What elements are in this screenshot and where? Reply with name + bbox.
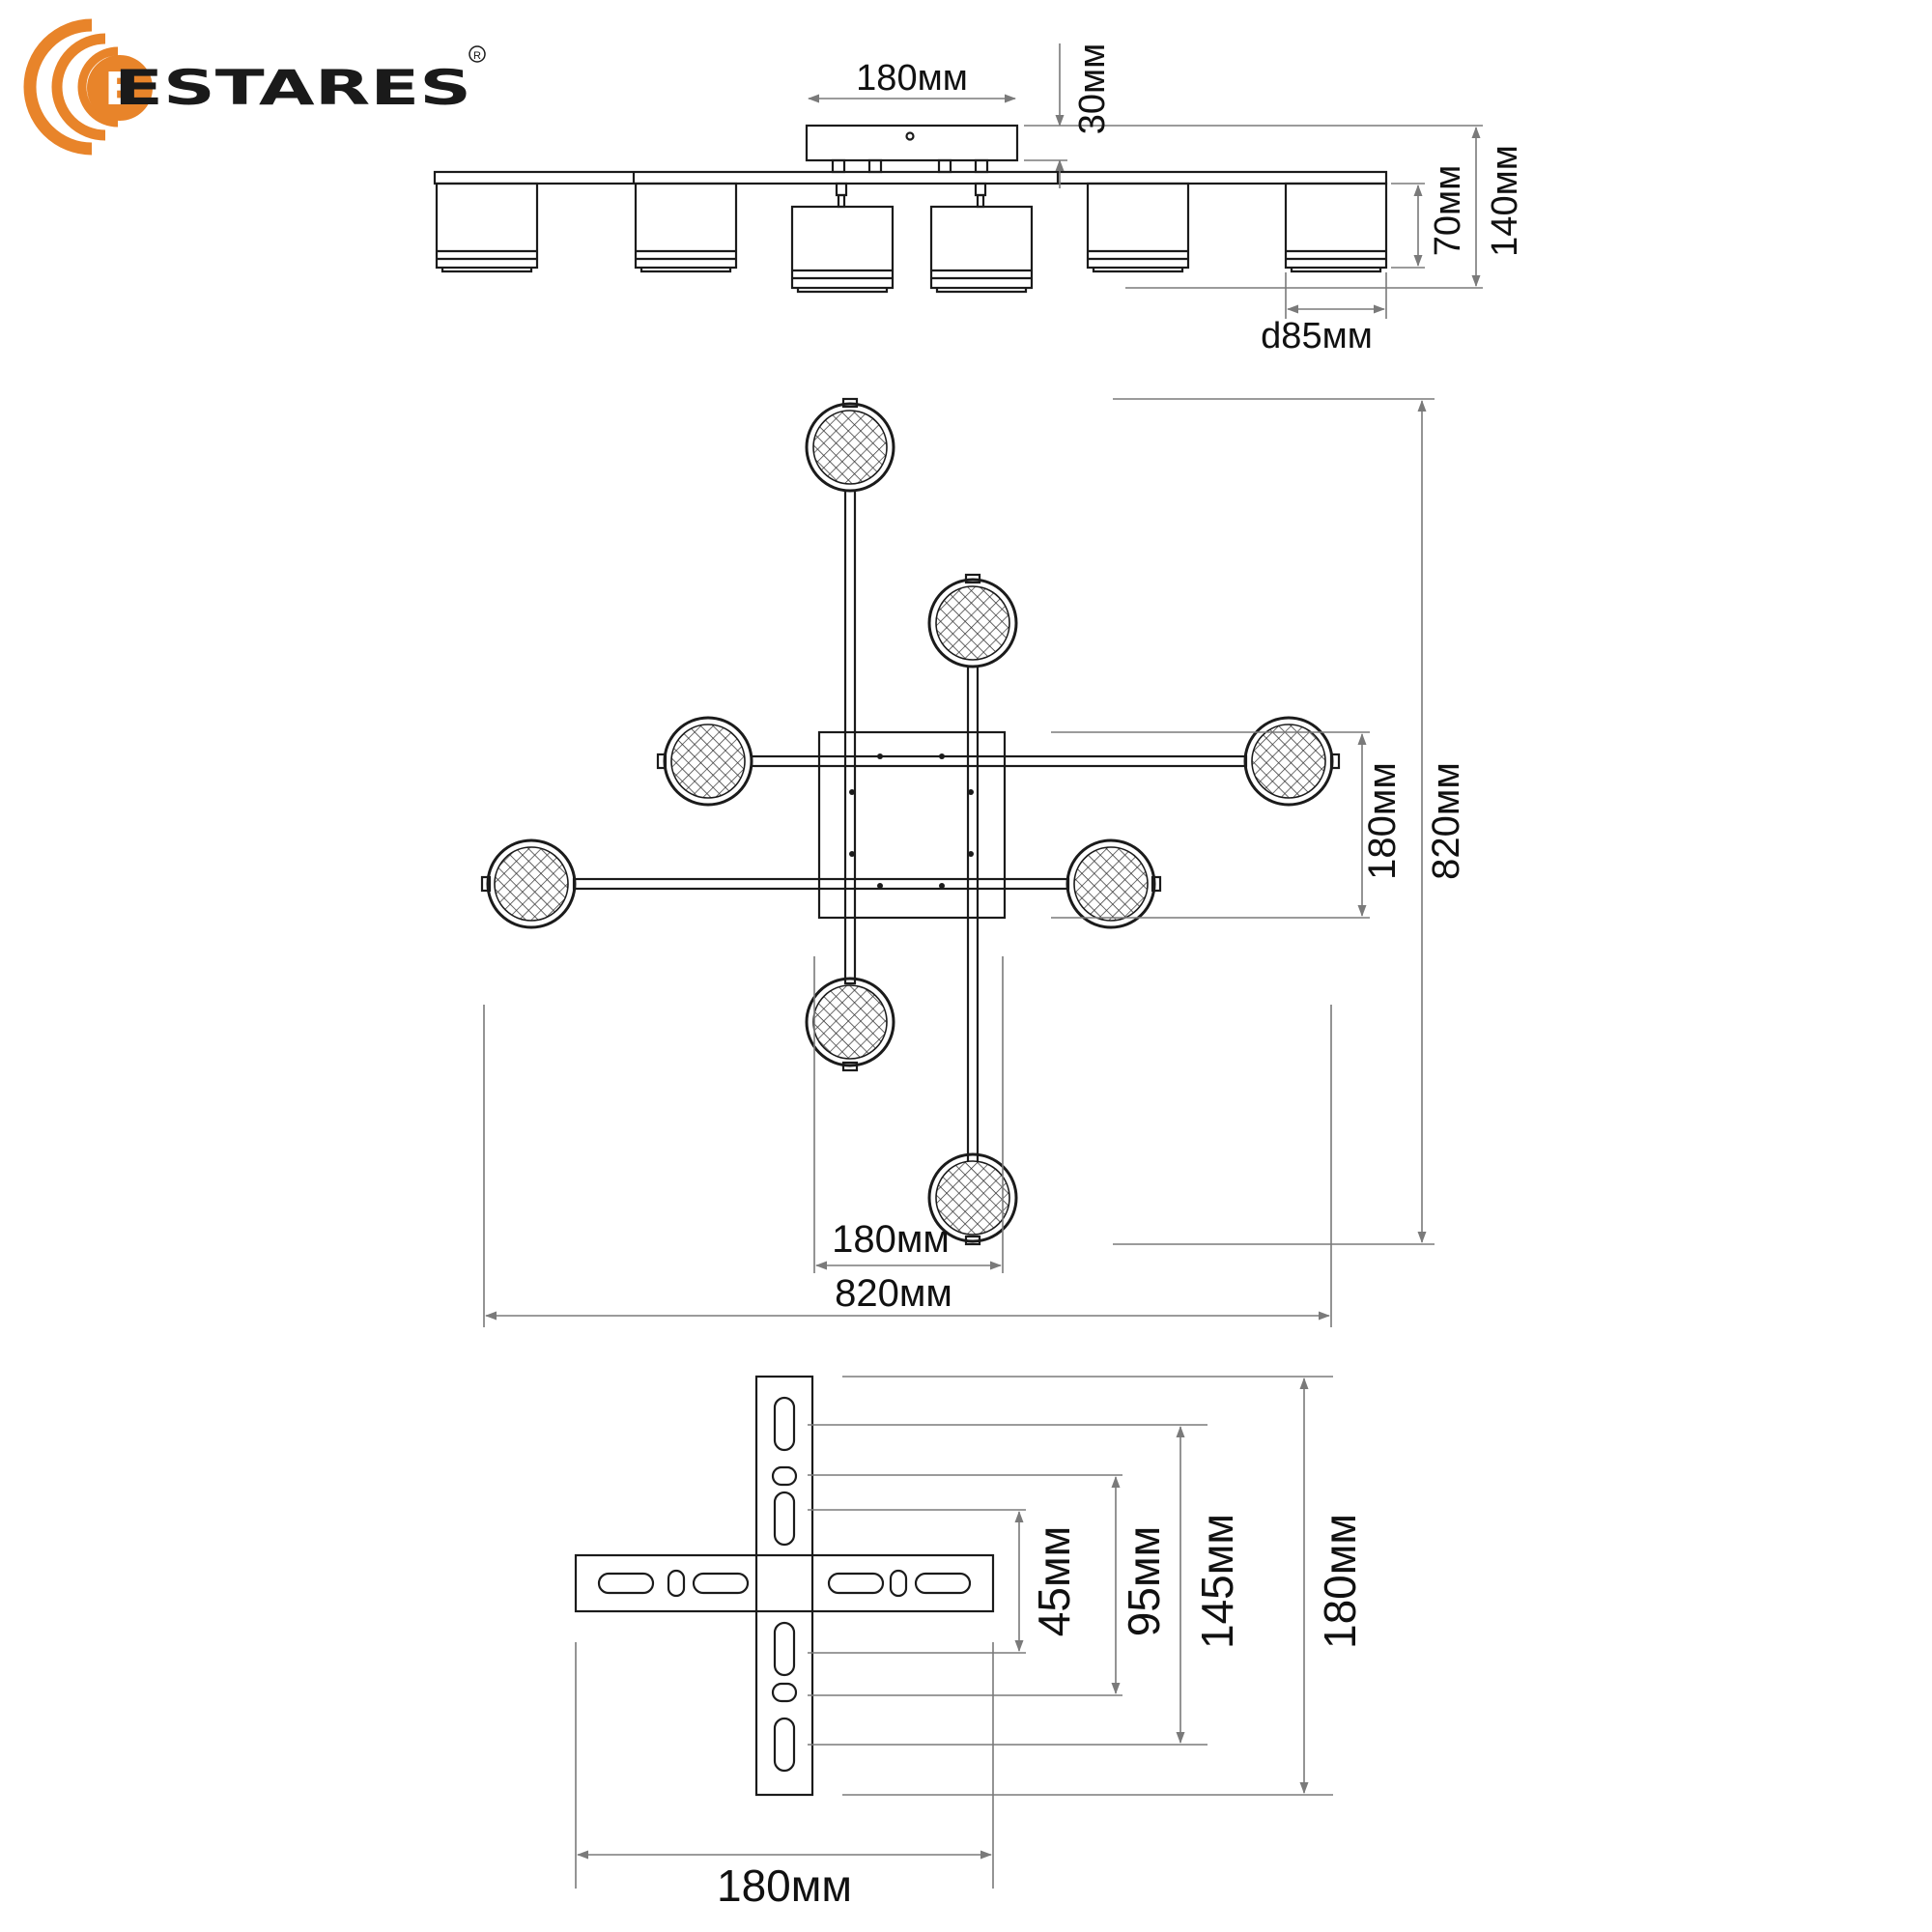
arm-rod-horizontal [750, 754, 1248, 768]
mounting-plate: 45мм 95мм 145мм 180мм 180мм [574, 1375, 1365, 1911]
canopy-stud [867, 158, 883, 174]
dim-plate-width-label: 180мм [717, 1861, 852, 1911]
dim-hole-145-label: 145мм [1192, 1514, 1242, 1649]
ceiling-canopy [805, 124, 1019, 162]
dim-base-width-label: 180мм [856, 58, 968, 99]
mount-slot [773, 1396, 796, 1452]
spot-head-right [1243, 716, 1341, 807]
mount-slot [773, 1717, 796, 1773]
arm-rod-horizontal [572, 877, 1070, 891]
logo-e-disc [87, 55, 153, 121]
mount-hole [889, 1569, 908, 1598]
dim-shade-diameter-label: d85мм [1261, 316, 1373, 356]
dim-hole-95-label: 95мм [1119, 1526, 1169, 1636]
top-canopy [817, 730, 1007, 920]
mount-slot [773, 1491, 796, 1547]
canopy-stud [937, 158, 952, 174]
mount-hole [667, 1569, 686, 1598]
spot-shade [1284, 182, 1388, 273]
dim-total-height-label: 820мм [1425, 762, 1467, 880]
mount-slot [827, 1572, 885, 1595]
dim-canopy-horizontal-label: 180мм [832, 1218, 950, 1261]
dim-canopy-vertical-label: 180мм [1361, 762, 1404, 880]
dim-total-width-label: 820мм [835, 1272, 952, 1315]
top-view: 180мм 820мм 180мм 820мм [480, 397, 1467, 1327]
spot-shade [634, 182, 738, 273]
mount-slot [773, 1621, 796, 1677]
registered-letter: R [473, 50, 481, 62]
logo-arc-middle [51, 33, 106, 141]
mount-hole [771, 1682, 798, 1703]
registered-mark [469, 45, 486, 63]
spot-head-left [656, 716, 753, 807]
spot-head-bottom [805, 977, 895, 1072]
mount-slot [597, 1572, 655, 1595]
spot-shade [1086, 182, 1190, 273]
logo-letter: E [104, 63, 134, 115]
dim-base-height-label: 30мм [1072, 43, 1113, 135]
dim-total-height-label: 140мм [1485, 145, 1525, 257]
canopy-stud [974, 158, 989, 174]
spot-head-left [480, 838, 577, 929]
spot-head-top [805, 397, 895, 493]
brand-logo: E ESTARES R [23, 18, 486, 156]
mount-hole [771, 1465, 798, 1487]
spot-head-right [1065, 838, 1162, 929]
mounting-bar [433, 170, 1388, 185]
canopy-screw [905, 131, 915, 141]
logo-arc-outer [23, 18, 93, 156]
spot-shade [435, 182, 539, 273]
side-view: 180мм 30мм 70мм 140мм d85мм [433, 43, 1525, 356]
logo-wordmark: ESTARES [114, 60, 471, 116]
dim-shade-height-label: 70мм [1428, 165, 1468, 257]
spot-shade-lowered [929, 182, 1034, 294]
top-rod-mounts [849, 753, 974, 889]
canopy-stud [831, 158, 846, 174]
plate-horizontal-bar [574, 1553, 995, 1613]
spot-shade-lowered [790, 182, 895, 294]
spot-head-bottom [927, 1152, 1018, 1246]
logo-arc-inner [77, 46, 119, 128]
dim-plate-length-label: 180мм [1315, 1514, 1365, 1649]
arm-rod-vertical [843, 489, 857, 985]
mount-slot [914, 1572, 972, 1595]
plate-vertical-bar [754, 1375, 814, 1797]
dim-hole-45-label: 45мм [1029, 1526, 1079, 1636]
mount-slot [692, 1572, 750, 1595]
spot-head-top [927, 573, 1018, 668]
